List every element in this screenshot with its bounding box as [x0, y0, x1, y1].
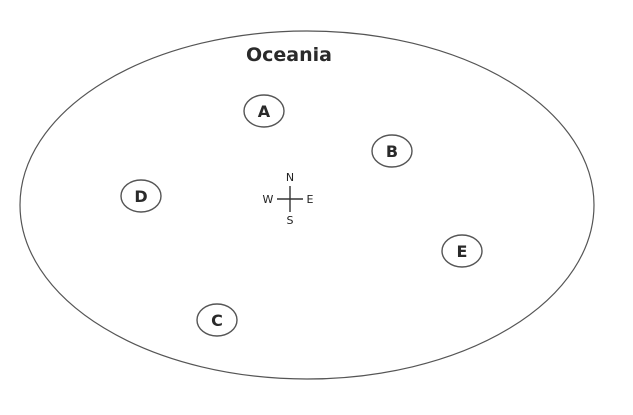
compass-east-label: E — [307, 193, 314, 206]
region-outline — [19, 30, 595, 380]
marker-b[interactable]: B — [371, 134, 413, 168]
marker-e-circle — [441, 234, 483, 268]
marker-a[interactable]: A — [243, 94, 285, 128]
compass-rose: N S E W — [263, 171, 314, 227]
marker-e-label: E — [457, 242, 468, 261]
compass-north-label: N — [286, 171, 294, 184]
compass-south-label: S — [287, 214, 294, 227]
marker-e[interactable]: E — [441, 234, 483, 268]
marker-b-circle — [371, 134, 413, 168]
marker-c-label: C — [211, 311, 223, 330]
marker-d-circle — [120, 179, 162, 213]
marker-d[interactable]: D — [120, 179, 162, 213]
marker-a-circle — [243, 94, 285, 128]
compass-west-label: W — [263, 193, 274, 206]
marker-b-label: B — [386, 142, 398, 161]
map-title: Oceania — [246, 44, 332, 66]
marker-c-circle — [196, 303, 238, 337]
marker-a-label: A — [258, 102, 271, 121]
marker-c[interactable]: C — [196, 303, 238, 337]
marker-d-label: D — [134, 187, 147, 206]
